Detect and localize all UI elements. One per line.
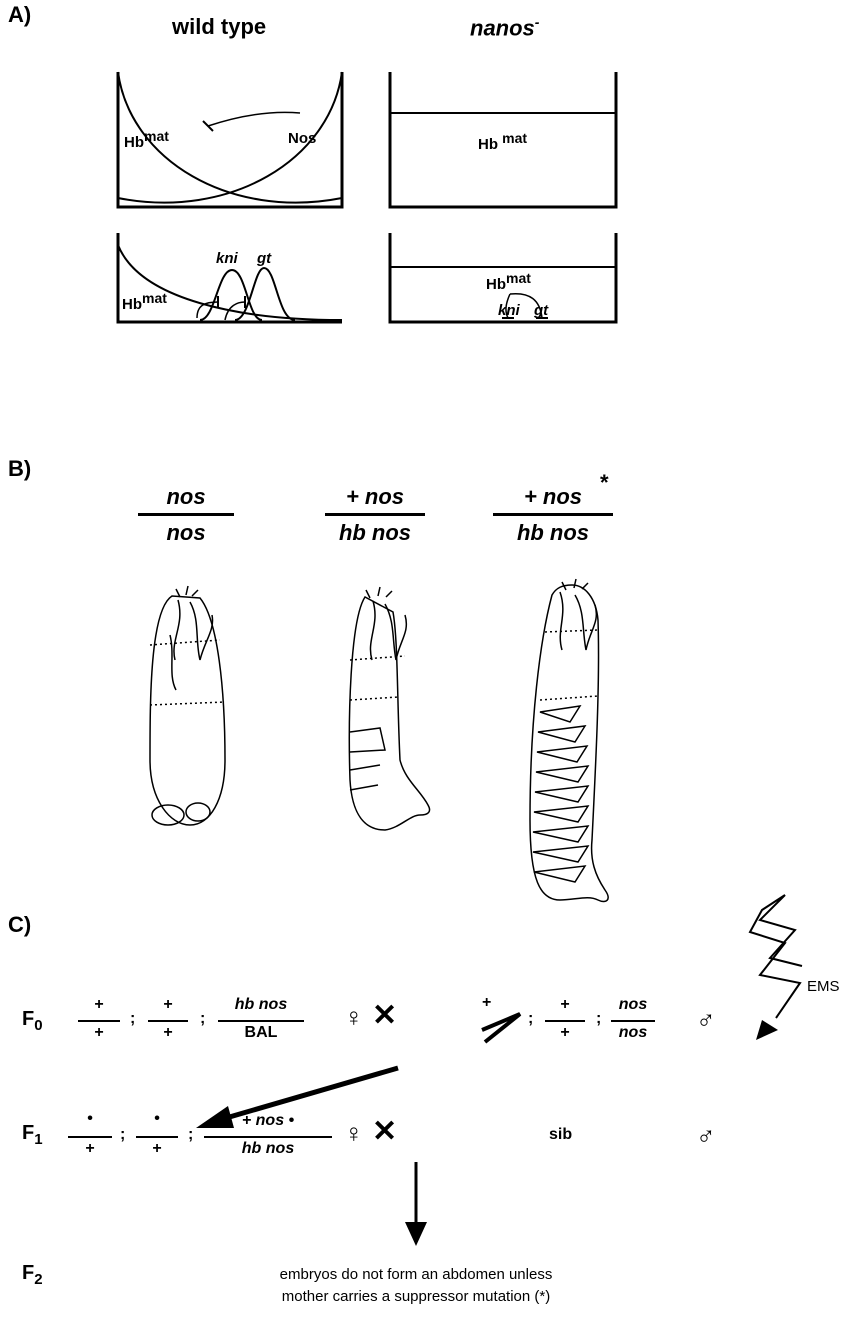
f-text: F xyxy=(22,1122,34,1144)
embryo-plus-nos-star-hbnos xyxy=(530,579,608,902)
f1-2-top: • xyxy=(136,1110,178,1128)
f1-semi1: ; xyxy=(120,1126,125,1144)
f0-x-top: + xyxy=(78,996,120,1014)
f1-2-bottom: + xyxy=(136,1140,178,1158)
b-g3-bar xyxy=(493,513,613,516)
b-g3-star: * xyxy=(600,470,609,496)
ems-label: EMS xyxy=(807,978,840,995)
cross-symbol: ✕ xyxy=(372,998,397,1033)
gen-sub: 1 xyxy=(34,1131,42,1148)
gen-sub: 0 xyxy=(34,1017,42,1034)
male-symbol-f0: ♂ xyxy=(696,1004,716,1035)
wt-hbmat-label: Hbmat xyxy=(124,128,169,151)
hb-text: Hb xyxy=(122,296,142,313)
f2-note-line1: embryos do not form an abdomen unless xyxy=(196,1266,636,1283)
mat-sup: mat xyxy=(144,128,169,144)
panel-c-label: C) xyxy=(8,912,31,938)
f1-3-bottom: hb nos xyxy=(204,1140,332,1158)
hb-text: Hb xyxy=(124,134,144,151)
mat-sup: mat xyxy=(506,270,531,286)
f0-y-top: + xyxy=(482,994,491,1012)
f0-m2-top: + xyxy=(545,996,585,1014)
f0-semi4: ; xyxy=(596,1010,601,1028)
wt-gt-label: gt xyxy=(257,250,271,267)
f0-m3-top: nos xyxy=(611,996,655,1014)
f1-bar1 xyxy=(68,1136,112,1138)
f0-x-bottom: + xyxy=(78,1024,120,1042)
f1-to-f2-arrow xyxy=(405,1162,427,1246)
female-symbol-f1: ♀ xyxy=(344,1118,364,1149)
f0-3-bottom: BAL xyxy=(218,1024,304,1042)
f0-m3-bottom: nos xyxy=(611,1024,655,1042)
ems-mutagen-arrow xyxy=(750,895,802,1018)
cross-symbol-f1: ✕ xyxy=(372,1114,397,1149)
f1-label: F1 xyxy=(22,1122,43,1148)
wt-nos-label: Nos xyxy=(288,130,316,147)
f0-label: F0 xyxy=(22,1008,43,1034)
f1-bar2 xyxy=(136,1136,178,1138)
f1-3-top: + nos • xyxy=(204,1112,332,1130)
f1-x-bottom: + xyxy=(68,1140,112,1158)
f0-m2-bottom: + xyxy=(545,1024,585,1042)
f0-2-top: + xyxy=(148,996,188,1014)
f2-label: F2 xyxy=(22,1262,43,1288)
gen-sub: 2 xyxy=(34,1271,42,1288)
nanos-gt-label: gt xyxy=(534,302,548,319)
f2-note-line2: mother carries a suppressor mutation (*) xyxy=(196,1288,636,1305)
b-g3-top: + nos xyxy=(493,484,613,510)
f1-bar3 xyxy=(204,1136,332,1138)
nanos-hbmat-label: Hb mat xyxy=(478,130,527,153)
wt-kni-label: kni xyxy=(216,250,238,267)
b-g1-bottom: nos xyxy=(138,520,234,546)
f0-semi3: ; xyxy=(528,1010,533,1028)
b-g2-bottom: hb nos xyxy=(325,520,425,546)
f0-semi1: ; xyxy=(130,1010,135,1028)
f0-bar4 xyxy=(545,1020,585,1022)
hb-text: Hb xyxy=(486,276,506,293)
f0-bar3 xyxy=(218,1020,304,1022)
female-symbol: ♀ xyxy=(344,1002,364,1033)
nanos-hbmat-label-2: Hbmat xyxy=(486,270,531,293)
panel-b-label: B) xyxy=(8,456,31,482)
f0-semi2: ; xyxy=(200,1010,205,1028)
f-text: F xyxy=(22,1262,34,1284)
b-g1-bar xyxy=(138,513,234,516)
f0-bar2 xyxy=(148,1020,188,1022)
f0-2-bottom: + xyxy=(148,1024,188,1042)
embryo-nos-nos xyxy=(150,586,225,825)
b-g2-top: + nos xyxy=(325,484,425,510)
f1-semi2: ; xyxy=(188,1126,193,1144)
embryo-plus-nos-hbnos xyxy=(349,587,429,830)
mat-sup: mat xyxy=(142,290,167,306)
f1-x-top: • xyxy=(68,1110,112,1128)
y-chromosome-symbol xyxy=(482,1014,520,1042)
f0-bar1 xyxy=(78,1020,120,1022)
wt-hbmat-label-2: Hbmat xyxy=(122,290,167,313)
hb-text: Hb xyxy=(478,136,502,153)
f0-3-top: hb nos xyxy=(218,996,304,1014)
b-g1-top: nos xyxy=(138,484,234,510)
nanos-kni-label: kni xyxy=(498,302,520,319)
f0-bar5 xyxy=(611,1020,655,1022)
b-g3-bottom: hb nos xyxy=(493,520,613,546)
sib-label: sib xyxy=(549,1126,572,1144)
b-g2-bar xyxy=(325,513,425,516)
mat-sup: mat xyxy=(502,130,527,146)
ems-arrowhead xyxy=(756,1020,778,1040)
f-text: F xyxy=(22,1008,34,1030)
male-symbol-f1: ♂ xyxy=(696,1120,716,1151)
